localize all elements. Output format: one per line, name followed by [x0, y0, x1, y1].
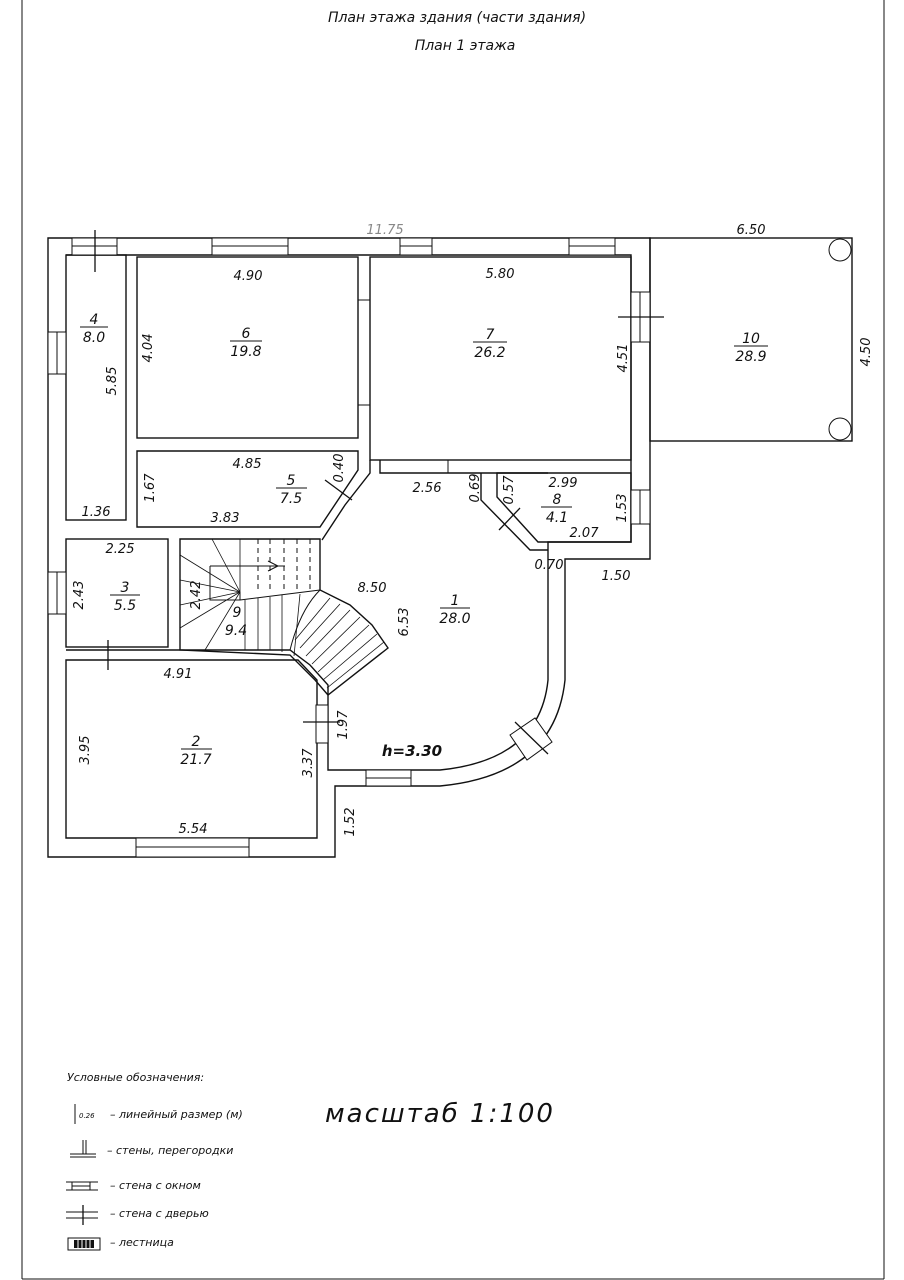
legend-item-door: – стена с дверью [110, 1207, 209, 1220]
room-10-number: 10 [742, 331, 760, 347]
dim-room2-left: 3.95 [78, 736, 93, 765]
legend-door-symbol [66, 1205, 98, 1225]
legend: Условные обозначения: 0.26 – линейный ра… [66, 1071, 243, 1251]
dim-room6-height: 4.04 [141, 334, 156, 363]
dim-terrace-depth: 4.50 [859, 338, 874, 367]
room-8-area: 4.1 [546, 510, 568, 526]
dim-terrace-width: 6.50 [737, 223, 766, 238]
plan-subtitle: План 1 этажа [415, 38, 516, 54]
room-1-number: 1 [451, 593, 460, 609]
room-1-area: 28.0 [439, 611, 470, 627]
dim-room2-top: 4.91 [164, 667, 193, 682]
dim-bottom-step: 1.52 [343, 808, 358, 837]
windows [47, 237, 651, 858]
dim-room1-corner2: 0.70 [535, 558, 564, 573]
room-5-number: 5 [287, 473, 296, 489]
dim-room5-bottom: 3.83 [211, 511, 240, 526]
room-6-area: 19.8 [230, 344, 261, 360]
room-3-area: 5.5 [114, 598, 136, 614]
dim-room2-bottom: 5.54 [179, 822, 208, 837]
legend-item-stairs: – лестница [110, 1236, 174, 1249]
room-8-outline [496, 472, 632, 543]
dim-room5-corner: 0.40 [332, 454, 347, 483]
room-9-area: 9.4 [225, 623, 247, 639]
room-4-number: 4 [90, 312, 99, 328]
dim-room8-bottom: 2.07 [570, 526, 600, 541]
plan-title: План этажа здания (части здания) [328, 10, 586, 26]
dim-room4-height: 5.85 [105, 367, 120, 396]
dim-room2-right: 3.37 [301, 748, 316, 778]
dim-room5-side: 1.67 [143, 473, 158, 503]
dim-room3-height: 2.43 [72, 581, 87, 610]
legend-wall-symbol [70, 1140, 96, 1158]
legend-window-symbol [66, 1181, 98, 1191]
legend-stair-symbol [67, 1237, 101, 1251]
dim-room2-step: 1.97 [336, 710, 351, 740]
dim-room1-corner1: 0.69 [468, 474, 483, 503]
room-1-outline [321, 460, 548, 551]
dim-right-step: 1.50 [602, 569, 631, 584]
dim-room1-top: 2.56 [413, 481, 442, 496]
room-8-number: 8 [553, 492, 562, 508]
dim-room3-width: 2.25 [106, 542, 135, 557]
room-fraction-lines [80, 326, 768, 750]
room-5-area: 7.5 [280, 491, 302, 507]
dim-stair-width: 8.50 [358, 581, 387, 596]
room-2-outline [65, 659, 318, 839]
legend-dim-sample: 0.26 [79, 1112, 95, 1120]
legend-item-window: – стена с окном [110, 1179, 201, 1192]
dim-room6-width: 4.90 [234, 269, 263, 284]
dim-room7-height: 4.51 [616, 344, 631, 373]
room-6-outline [136, 256, 359, 439]
room-10-area: 28.9 [735, 349, 766, 365]
dim-room8-corner: 0.57 [502, 475, 517, 505]
dim-room7-width: 5.80 [486, 267, 515, 282]
dim-room8-top: 2.99 [549, 476, 578, 491]
room-7-area: 26.2 [474, 345, 505, 361]
dim-room9-height: 2.42 [189, 581, 204, 610]
room-5-outline [136, 450, 359, 528]
ceiling-height-mark: h=3.30 [382, 742, 442, 760]
room-2-area: 21.7 [180, 752, 211, 768]
legend-item-walls: – стены, перегородки [107, 1144, 233, 1157]
scale-label: масштаб 1:100 [325, 1099, 555, 1129]
room-7-number: 7 [486, 327, 495, 343]
room-2-number: 2 [192, 734, 201, 750]
dim-room4-width: 1.36 [82, 505, 111, 520]
dim-room5-top: 4.85 [233, 457, 262, 472]
dim-stair-length: 6.53 [397, 608, 412, 637]
legend-title: Условные обозначения: [67, 1071, 204, 1084]
doors [94, 230, 664, 755]
legend-item-dimension: – линейный размер (м) [110, 1108, 243, 1121]
room-9-number: 9 [233, 605, 242, 621]
room-7-outline [369, 256, 632, 461]
dim-room8-side: 1.53 [615, 494, 630, 523]
room-6-number: 6 [242, 326, 251, 342]
outer-walls [47, 237, 651, 858]
room-3-number: 3 [121, 580, 130, 596]
room-4-area: 8.0 [83, 330, 105, 346]
dim-overall-width: 11.75 [366, 223, 403, 238]
staircase [179, 538, 389, 696]
